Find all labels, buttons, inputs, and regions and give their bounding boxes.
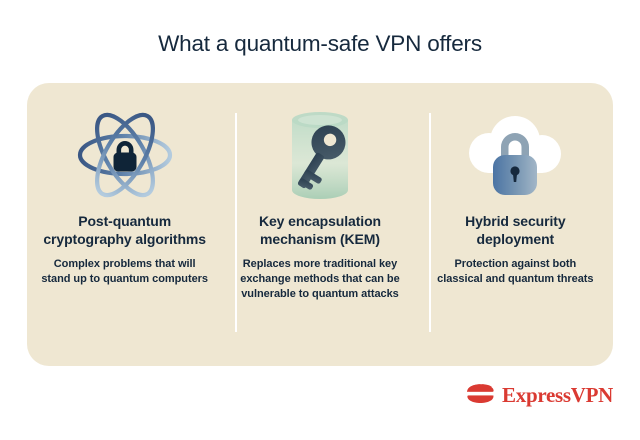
column-divider-1 (235, 113, 237, 332)
feature-column-kem: Key encapsulation mechanism (KEM) Replac… (222, 83, 417, 366)
capsule-key-icon (291, 112, 348, 199)
page-title: What a quantum-safe VPN offers (158, 31, 482, 56)
cloud-lock-icon (469, 116, 562, 195)
key-glyph (297, 125, 346, 190)
atom-lock-icon (77, 112, 172, 198)
column-heading: Post-quantum cryptography algorithms (43, 213, 206, 247)
column-heading: Key encapsulation mechanism (KEM) (258, 213, 381, 247)
icon-container (268, 107, 372, 207)
column-body: Replaces more traditional key exchange m… (240, 258, 400, 300)
icon-container (457, 107, 573, 207)
expressvpn-logo: ExpressVPN (465, 382, 613, 408)
column-body: Complex problems that will stand up to q… (41, 258, 208, 285)
feature-column-post-quantum: Post-quantum cryptography algorithms Com… (27, 83, 222, 366)
column-body: Protection against both classical and qu… (437, 258, 594, 285)
column-heading: Hybrid security deployment (465, 213, 566, 247)
feature-card: Post-quantum cryptography algorithms Com… (27, 83, 613, 366)
lock-glyph (113, 141, 137, 172)
expressvpn-wordmark: ExpressVPN (502, 382, 613, 407)
icon-container (73, 107, 177, 207)
lock-glyph (493, 133, 538, 195)
expressvpn-e-mark (467, 384, 495, 403)
feature-column-hybrid: Hybrid security deployment Protection ag… (418, 83, 613, 366)
column-divider-2 (429, 113, 431, 332)
